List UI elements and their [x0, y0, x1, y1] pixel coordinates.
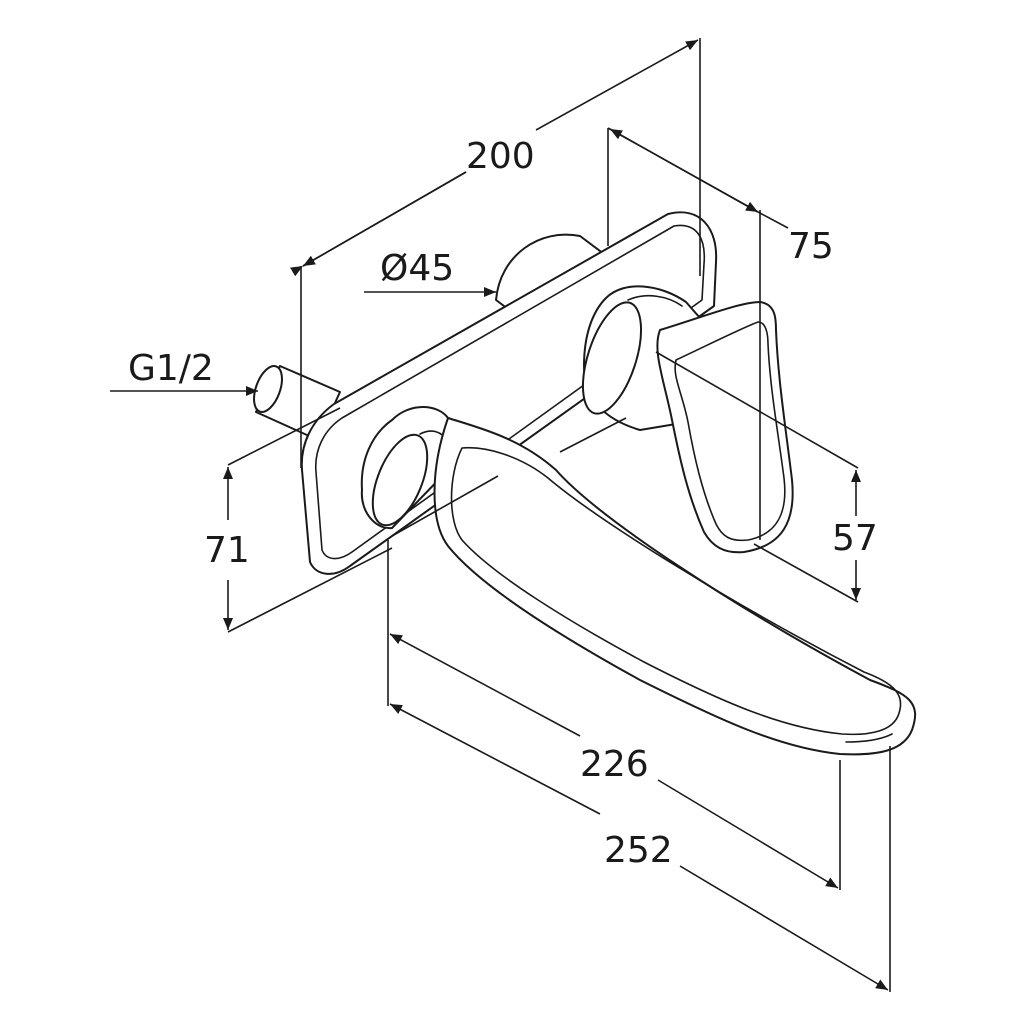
label-thread: G1/2	[128, 348, 214, 389]
label-71: 71	[204, 530, 250, 571]
spout-base	[360, 406, 449, 530]
dim-71	[223, 407, 393, 633]
dimension-lines	[110, 38, 891, 992]
label-75: 75	[788, 226, 834, 267]
mixer-lever	[656, 301, 794, 554]
label-57: 57	[832, 518, 878, 559]
label-252: 252	[604, 830, 673, 871]
dim-75	[607, 127, 789, 229]
label-diameter-45: Ø45	[380, 248, 454, 289]
faucet-body	[253, 211, 917, 756]
label-226: 226	[580, 744, 649, 785]
dim-226	[389, 633, 839, 889]
label-200: 200	[466, 136, 535, 177]
spout	[433, 417, 917, 756]
dim-200	[290, 39, 699, 277]
dimension-labels: 200 75 Ø45 G1/2 71 57 226 252	[128, 136, 878, 871]
dim-252	[389, 703, 889, 991]
dim-57	[655, 351, 861, 603]
